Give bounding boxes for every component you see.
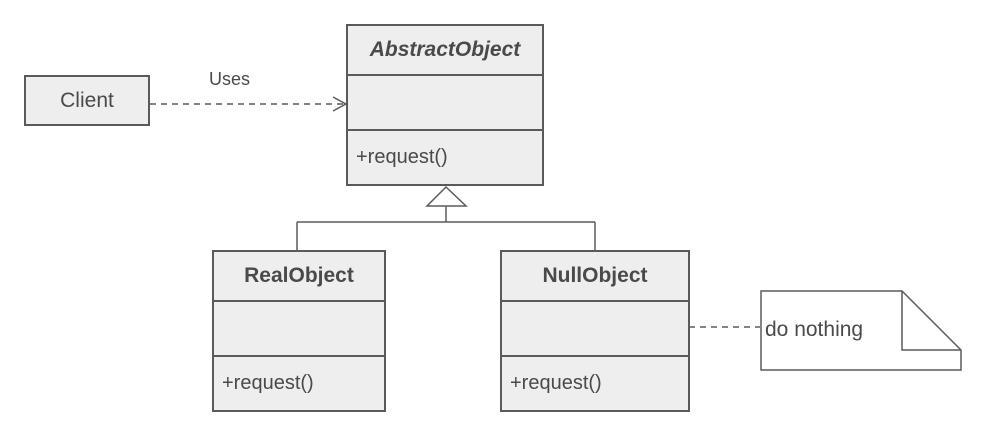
abstract-object-operation: +request() [356,146,448,168]
uses-label: Uses [209,69,251,89]
real-object-attributes [214,302,384,357]
real-object-class: RealObject +request() [212,250,386,412]
generalization-triangle [425,185,468,207]
null-object-attributes [502,302,688,357]
real-object-name: RealObject [214,252,384,302]
client-box: Client [24,75,150,126]
null-object-operation: +request() [510,372,602,394]
abstract-object-attributes [348,76,542,131]
client-label: Client [60,88,114,112]
note-fold [901,291,961,351]
real-object-operation: +request() [222,372,314,394]
abstract-object-class: AbstractObject +request() [346,24,544,186]
null-object-name: NullObject [502,252,688,302]
null-object-class: NullObject +request() [500,250,690,412]
note-text: do nothing [765,318,864,341]
abstract-object-name: AbstractObject [348,26,542,76]
